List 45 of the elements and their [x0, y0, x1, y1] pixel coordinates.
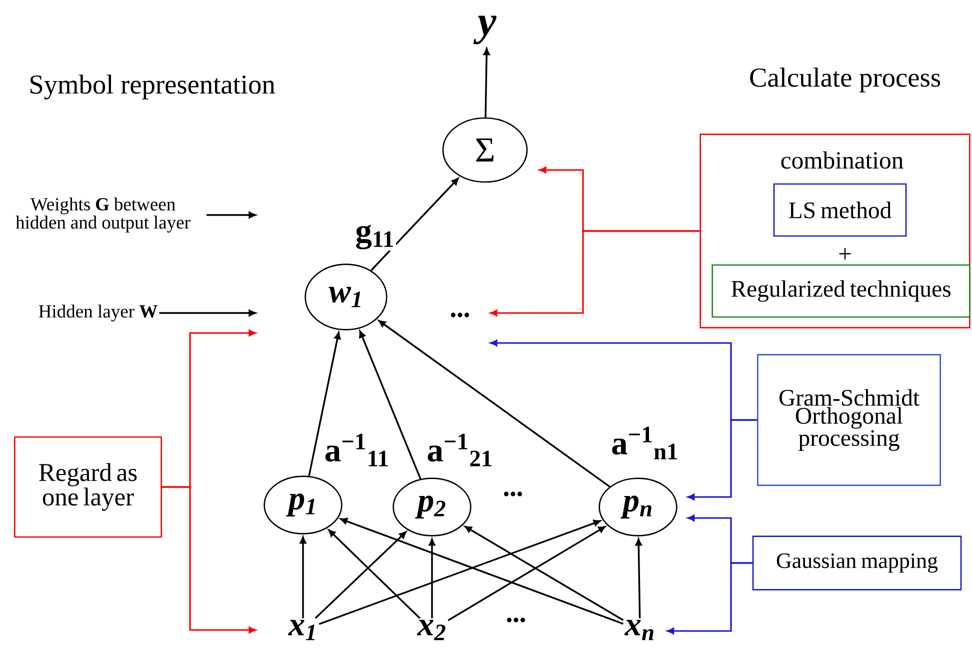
- arrow: [483, 48, 490, 118]
- edge-label: g$_{11}$: [354, 223, 396, 251]
- process-box: Gram-Schmidt Orthogonal processing: [757, 354, 941, 486]
- edge-label: a$^{−1}$11: [323, 432, 391, 468]
- annotation-box: Regard as one layer: [14, 436, 162, 538]
- heading: Symbol representation: [30, 74, 275, 100]
- bracket-arrow: [162, 486, 256, 634]
- sum-node: Σ: [442, 117, 528, 183]
- hidden-node: w$_{1}$: [304, 264, 388, 330]
- arrow: [300, 536, 306, 618]
- arrow: [328, 530, 420, 619]
- ellipsis: •••: [504, 492, 522, 496]
- input-symbol: x$_{n}$: [624, 620, 654, 640]
- input-symbol: x$_{1}$: [288, 620, 315, 640]
- edge-label: a$^{−1}$n1: [610, 425, 680, 461]
- ellipsis: •••: [506, 618, 526, 622]
- basis-node: p$_{1}$: [264, 476, 342, 534]
- edge-label: a$^{−1}$21: [425, 432, 495, 468]
- arrow: [314, 531, 406, 619]
- arrow: [378, 320, 610, 488]
- arrow: [159, 310, 256, 316]
- bracket-arrow: [490, 230, 700, 316]
- arrow: [464, 526, 624, 621]
- arrow: [370, 178, 459, 272]
- arrow: [635, 538, 642, 618]
- arrow: [428, 538, 436, 618]
- process-box: Gaussian mapping: [752, 536, 962, 590]
- arrow: [308, 332, 341, 476]
- arrow: [206, 212, 256, 218]
- heading: Calculate process: [750, 68, 940, 92]
- arrow: [359, 330, 422, 480]
- annotation-text: Hidden layer W: [38, 304, 158, 322]
- annotation-text: Weights G between hidden and output layer: [16, 197, 190, 233]
- input-symbol: x$_{2}$: [417, 620, 446, 640]
- output-symbol: y: [473, 16, 496, 44]
- basis-node: p$_{2}$: [392, 478, 472, 536]
- bracket-arrow: [687, 419, 757, 500]
- method-box: LS method: [773, 183, 907, 237]
- ellipsis: •••: [450, 312, 470, 318]
- arrow: [448, 526, 606, 622]
- arrow: [340, 518, 624, 625]
- basis-node: p$_{n}$: [598, 478, 678, 536]
- bracket-arrow: [666, 562, 752, 634]
- arrow: [318, 520, 601, 625]
- method-box: Regularized techniques: [712, 264, 970, 318]
